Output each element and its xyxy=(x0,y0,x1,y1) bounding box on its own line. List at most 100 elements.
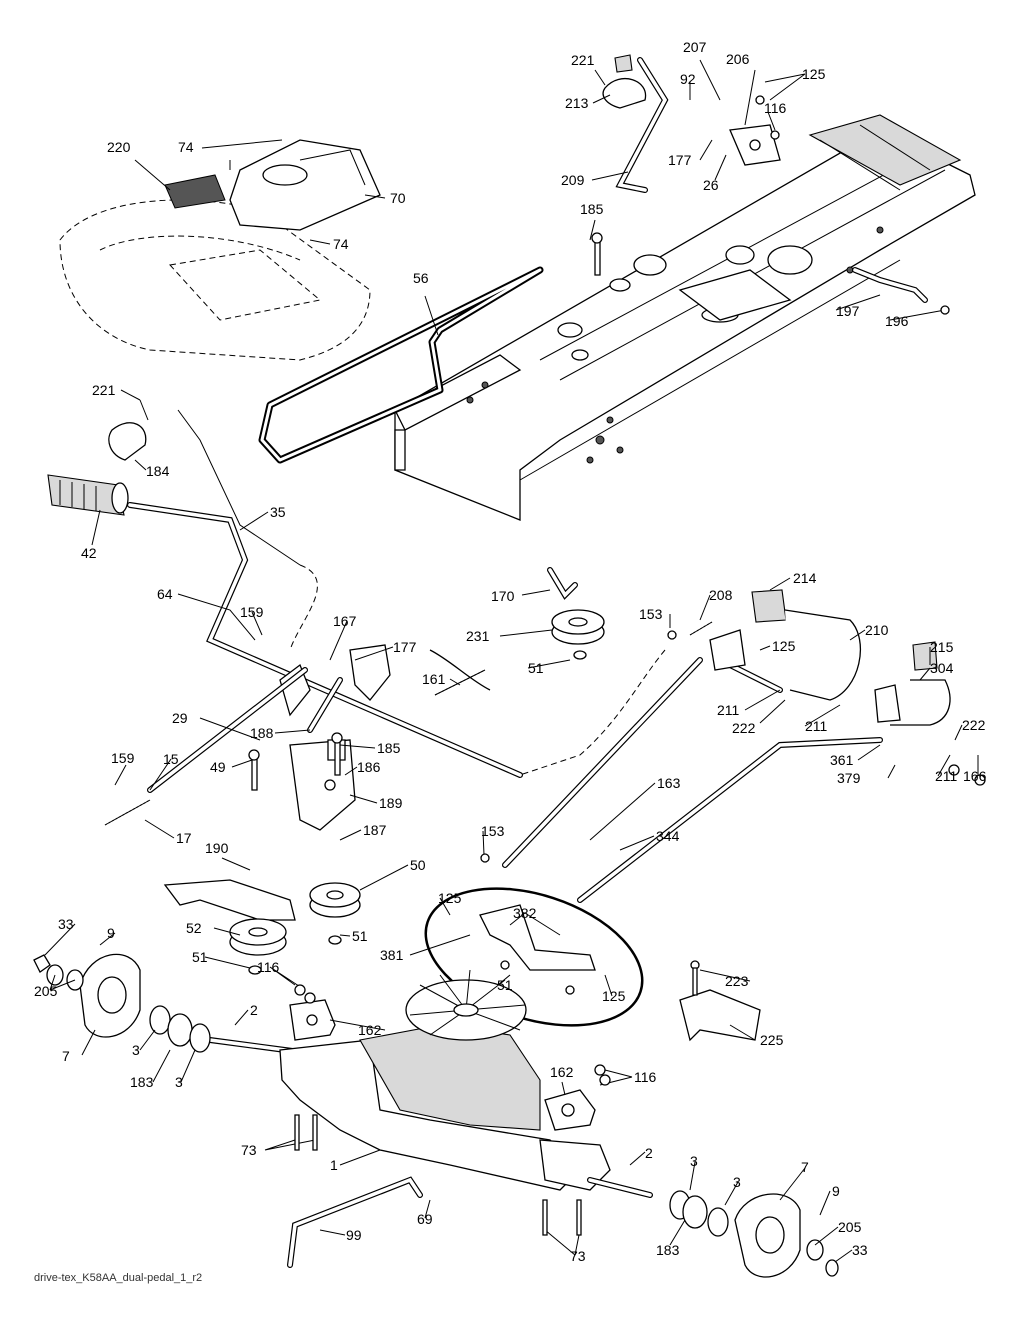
fender-cover xyxy=(229,139,381,231)
callout-74-mid: 74 xyxy=(333,236,349,252)
callout-69: 69 xyxy=(417,1211,433,1227)
callout-214: 214 xyxy=(793,570,817,586)
callout-221-top: 221 xyxy=(571,52,595,68)
callout-9-right: 9 xyxy=(832,1183,840,1199)
callout-166: 166 xyxy=(963,768,987,784)
callout-7-left: 7 xyxy=(62,1048,70,1064)
callout-188: 188 xyxy=(250,725,274,741)
fasteners xyxy=(248,95,986,1236)
callout-74-top: 74 xyxy=(178,139,194,155)
bracket-225 xyxy=(679,989,761,1042)
callout-222-left: 222 xyxy=(732,720,756,736)
callout-64: 64 xyxy=(157,586,173,602)
callout-213: 213 xyxy=(565,95,589,111)
callout-116-left: 116 xyxy=(257,959,280,975)
callout-3-left-a: 3 xyxy=(132,1042,140,1058)
callout-42: 42 xyxy=(81,545,97,561)
callout-51-left: 51 xyxy=(192,949,208,965)
callout-125-bracket-top: 125 xyxy=(438,890,462,906)
callout-56: 56 xyxy=(413,270,429,286)
callout-206: 206 xyxy=(726,51,750,67)
callout-29: 29 xyxy=(172,710,188,726)
callout-220: 220 xyxy=(107,139,131,155)
callout-208: 208 xyxy=(709,587,733,603)
callout-33-right: 33 xyxy=(852,1242,868,1258)
callout-73-left: 73 xyxy=(241,1142,257,1158)
callout-223: 223 xyxy=(725,973,749,989)
throttle-cable xyxy=(177,409,318,651)
callout-labels: 221 207 206 125 213 92 116 177 26 209 74… xyxy=(34,39,987,1264)
pulley-50 xyxy=(309,882,361,945)
decal-220 xyxy=(164,174,226,209)
callout-381: 381 xyxy=(380,947,404,963)
callout-304: 304 xyxy=(930,660,954,676)
callout-116-right: 116 xyxy=(634,1069,657,1085)
callout-170: 170 xyxy=(491,588,515,604)
callout-167: 167 xyxy=(333,613,357,629)
callout-361: 361 xyxy=(830,752,854,768)
callout-221-left: 221 xyxy=(92,382,116,398)
spring-161 xyxy=(434,669,486,696)
callout-153-low: 153 xyxy=(481,823,505,839)
housing-162-left xyxy=(289,999,336,1041)
callout-92: 92 xyxy=(680,71,696,87)
lever-209 xyxy=(602,54,669,193)
idler-arm-170 xyxy=(547,567,578,600)
callout-50: 50 xyxy=(410,857,426,873)
callout-17: 17 xyxy=(176,830,192,846)
callout-7-right: 7 xyxy=(801,1159,809,1175)
callout-190: 190 xyxy=(205,840,229,856)
callout-211-left: 211 xyxy=(717,702,740,718)
bracket-206 xyxy=(729,124,781,166)
pulley-52 xyxy=(229,918,287,975)
callout-210: 210 xyxy=(865,622,889,638)
callout-344: 344 xyxy=(656,828,680,844)
bracket-190 xyxy=(163,879,296,921)
pulley-231 xyxy=(551,609,605,660)
callout-177-top: 177 xyxy=(668,152,692,168)
pedal-assembly xyxy=(709,589,951,726)
callout-70: 70 xyxy=(390,190,406,206)
callout-211-right: 211 xyxy=(935,768,958,784)
transaxle xyxy=(207,969,653,1198)
callout-197: 197 xyxy=(836,303,860,319)
callout-211-mid: 211 xyxy=(805,718,828,734)
callout-183-left: 183 xyxy=(130,1074,154,1090)
callout-33-left: 33 xyxy=(58,916,74,932)
callout-125-top: 125 xyxy=(802,66,826,82)
seat-pan-outline xyxy=(59,199,371,361)
shift-handle xyxy=(47,474,129,516)
callout-185-top: 185 xyxy=(580,201,604,217)
callout-205-right: 205 xyxy=(838,1219,862,1235)
callout-177-mid: 177 xyxy=(393,639,417,655)
callout-162-right: 162 xyxy=(550,1064,574,1080)
callout-205-left: 205 xyxy=(34,983,58,999)
knob-184 xyxy=(108,399,149,461)
spring-17 xyxy=(104,799,151,826)
callout-184: 184 xyxy=(146,463,170,479)
plate-189 xyxy=(289,739,356,831)
callout-159-left: 159 xyxy=(111,750,135,766)
callout-26: 26 xyxy=(703,177,719,193)
callout-35: 35 xyxy=(270,504,286,520)
wheel-hub-right xyxy=(669,1190,839,1278)
callout-3-right-a: 3 xyxy=(690,1153,698,1169)
shift-lever-rod xyxy=(127,502,523,778)
housing-162-right xyxy=(544,1089,596,1131)
callout-15: 15 xyxy=(163,751,179,767)
callout-209: 209 xyxy=(561,172,585,188)
callout-116-top: 116 xyxy=(764,100,787,116)
callout-99: 99 xyxy=(346,1227,362,1243)
callout-51-mid: 51 xyxy=(528,660,544,676)
callout-183-right: 183 xyxy=(656,1242,680,1258)
callout-125-mid: 125 xyxy=(772,638,796,654)
callout-187: 187 xyxy=(363,822,387,838)
callout-225: 225 xyxy=(760,1032,784,1048)
callout-215: 215 xyxy=(930,639,954,655)
callout-49: 49 xyxy=(210,759,226,775)
callout-382: 382 xyxy=(513,905,537,921)
callout-73-right: 73 xyxy=(570,1248,586,1264)
callout-2-right: 2 xyxy=(645,1145,653,1161)
callout-51-low: 51 xyxy=(352,928,368,944)
